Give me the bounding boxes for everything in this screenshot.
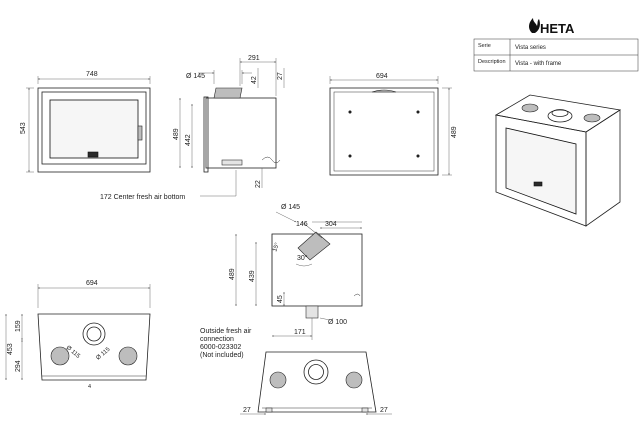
plan-hole-right-dim: Ø 115 bbox=[95, 346, 112, 361]
plan-width-dim: 694 bbox=[86, 280, 98, 287]
section-outlet-height-dim: 45 bbox=[277, 295, 284, 303]
section-pipe-diameter-dim: Ø 145 bbox=[281, 204, 300, 211]
side-height-inner-dim: 442 bbox=[185, 134, 192, 146]
back-height-dim: 489 bbox=[451, 126, 458, 138]
back-view: 694 489 bbox=[329, 73, 458, 176]
bottom-left-offset-dim: 27 bbox=[243, 407, 251, 414]
plan-marker: 4 bbox=[88, 384, 91, 390]
front-width-dim: 748 bbox=[86, 71, 98, 78]
note-line-1: Outside fresh air bbox=[200, 328, 252, 335]
side-frame-offset-dim: 27 bbox=[277, 72, 284, 80]
note-line-2: connection bbox=[200, 336, 234, 343]
bottom-right-offset-dim: 27 bbox=[380, 407, 388, 414]
back-width-dim: 694 bbox=[376, 73, 388, 80]
description-value: Vista - with frame bbox=[515, 61, 562, 67]
side-fresh-air-note: 172 Center fresh air bottom bbox=[100, 194, 185, 201]
brand-logo: HETA bbox=[529, 18, 575, 36]
isometric-view bbox=[494, 94, 622, 227]
description-label: Description bbox=[478, 59, 506, 65]
side-pipe-diameter-dim: Ø 145 bbox=[186, 73, 205, 80]
note-line-4: (Not included) bbox=[200, 352, 244, 359]
bottom-view: 27 27 bbox=[240, 351, 392, 415]
side-depth-dim: 291 bbox=[248, 55, 260, 62]
section-pipe-offset-dim: 146 bbox=[296, 221, 308, 228]
serie-value: Vista series bbox=[515, 45, 546, 51]
section-angle-dim: 30° bbox=[297, 254, 308, 262]
fresh-air-note: Outside fresh air connection 6000-023302… bbox=[200, 328, 252, 359]
side-height-total-dim: 489 bbox=[173, 128, 180, 140]
section-small-angle-dim: 15° bbox=[272, 242, 281, 253]
note-line-3: 6000-023302 bbox=[200, 344, 241, 351]
side-top-offset-dim: 42 bbox=[251, 76, 258, 84]
section-height-inner-dim: 439 bbox=[249, 270, 256, 282]
serie-label: Serie bbox=[478, 43, 491, 49]
flame-icon bbox=[529, 18, 540, 33]
front-view: 748 543 bbox=[20, 71, 151, 173]
side-bottom-offset-dim: 22 bbox=[255, 180, 262, 188]
plan-front-depth-dim: 159 bbox=[15, 320, 22, 332]
title-block: Serie Vista series Description Vista - w… bbox=[473, 38, 639, 72]
plan-rear-depth-dim: 294 bbox=[15, 360, 22, 372]
section-view: Ø 145 304 146 30° 489 439 45 15° Ø 100 1… bbox=[200, 204, 363, 359]
section-air-diameter-dim: Ø 100 bbox=[328, 319, 347, 326]
brand-name: HETA bbox=[540, 21, 575, 36]
front-height-dim: 543 bbox=[20, 122, 27, 134]
section-air-offset-dim: 171 bbox=[294, 329, 306, 336]
plan-height-total-dim: 453 bbox=[7, 343, 14, 355]
plan-view: 4 694 453 159 294 Ø 115 Ø 115 bbox=[5, 280, 151, 390]
side-view: Ø 145 291 42 27 489 442 22 172 Center fr… bbox=[100, 55, 285, 201]
section-depth-dim: 304 bbox=[325, 221, 337, 228]
section-height-total-dim: 489 bbox=[229, 268, 236, 280]
